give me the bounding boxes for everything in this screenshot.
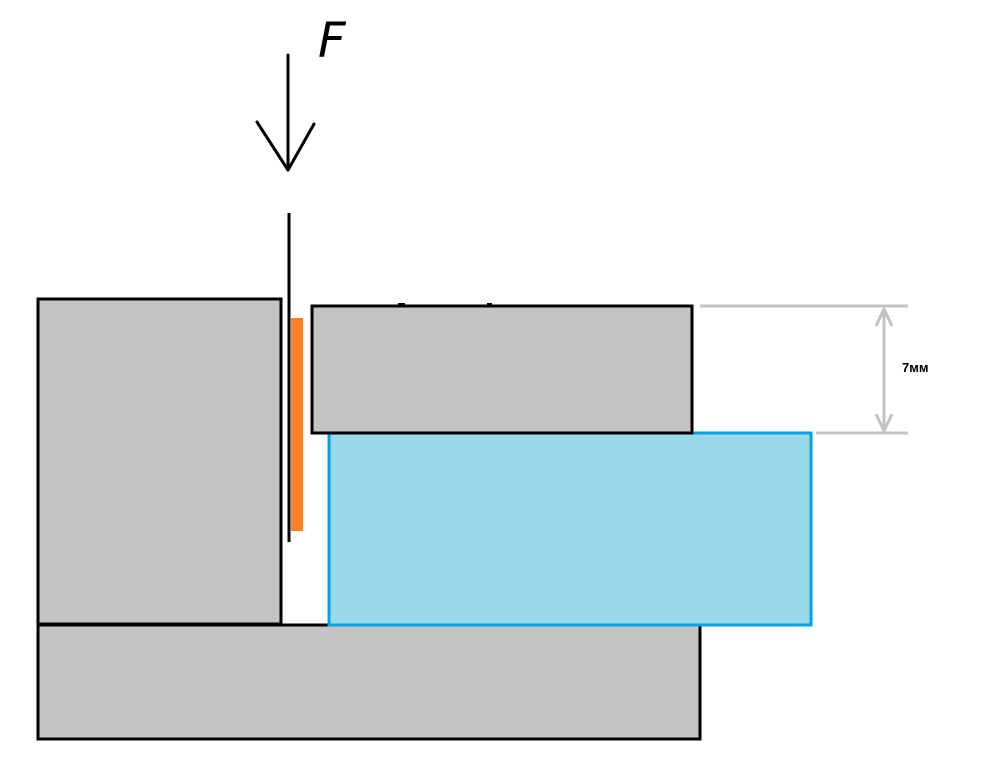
force-label: F	[318, 13, 347, 69]
top-block	[310, 304, 694, 435]
dimension-label: 7мм	[902, 360, 928, 375]
base-block	[36, 623, 702, 741]
dimension-arrow-top	[874, 307, 894, 327]
blue-workpiece	[327, 431, 813, 627]
dimension-7mm	[700, 304, 908, 435]
force-arrow	[255, 53, 316, 172]
dimension-arrow-bottom	[874, 413, 894, 433]
orange-strip	[291, 318, 303, 531]
force-arrow-head	[255, 120, 316, 172]
left-block	[36, 297, 283, 626]
